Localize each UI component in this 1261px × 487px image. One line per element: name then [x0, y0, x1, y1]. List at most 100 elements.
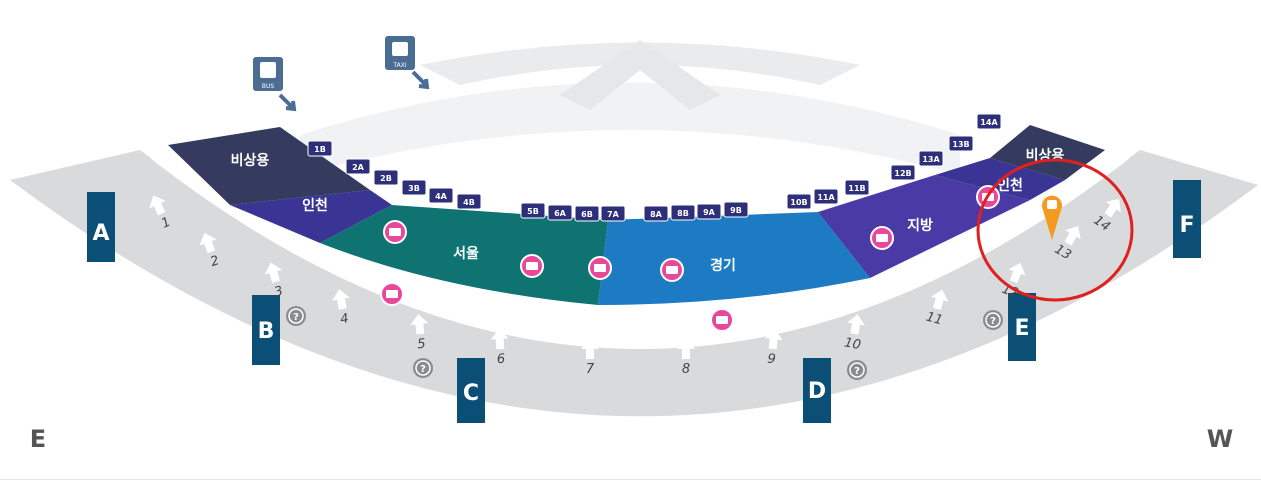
- gate-a-label: A: [92, 221, 109, 246]
- platform-sign-4B[interactable]: 4B: [456, 193, 482, 210]
- ticket-icon[interactable]: [383, 220, 407, 244]
- gate-a[interactable]: A: [87, 192, 115, 262]
- platform-sign-13A[interactable]: 13A: [918, 150, 944, 167]
- gate-b-label: B: [258, 319, 275, 344]
- exit-number: 9: [767, 352, 777, 368]
- compass-west: W: [1207, 425, 1233, 453]
- platform-sign-8A[interactable]: 8A: [643, 205, 669, 222]
- ticket-icon[interactable]: [710, 308, 734, 332]
- exit-5[interactable]: 5: [409, 313, 431, 353]
- exit-number: 8: [682, 362, 690, 377]
- help-icon[interactable]: ?: [286, 306, 306, 326]
- platform-sign-9B[interactable]: 9B: [723, 201, 749, 218]
- help-symbol: ?: [293, 312, 299, 323]
- exit-4[interactable]: 4: [330, 288, 354, 329]
- zone-left-incheon[interactable]: [230, 190, 392, 243]
- platform-sign-label: 9A: [703, 208, 716, 217]
- platform-sign-7A[interactable]: 7A: [600, 205, 626, 222]
- platform-sign-5B[interactable]: 5B: [520, 202, 546, 219]
- exit-arrow-icon: [581, 339, 599, 359]
- exit-8[interactable]: 8: [677, 339, 695, 377]
- platform-sign-1B[interactable]: 1B: [307, 140, 333, 157]
- ticket-icon[interactable]: [660, 258, 684, 282]
- platform-sign-2A[interactable]: 2A: [345, 158, 371, 175]
- exit-number: 13: [1052, 242, 1074, 263]
- taxi-sign[interactable]: TAXI: [385, 36, 430, 90]
- exit-11[interactable]: 11: [924, 287, 951, 328]
- exit-arrow-icon: [930, 289, 949, 310]
- exit-number: 6: [496, 352, 505, 368]
- platform-sign-label: 11B: [848, 184, 865, 193]
- platform-sign-11A[interactable]: 11A: [813, 188, 839, 205]
- exit-number: 10: [843, 335, 862, 353]
- platform-sign-12B[interactable]: 12B: [890, 164, 916, 181]
- ticket-icon[interactable]: [588, 256, 612, 280]
- platform-sign-11B[interactable]: 11B: [844, 179, 870, 196]
- zone-label-seoul: 서울: [453, 245, 479, 262]
- location-marker[interactable]: [1042, 195, 1062, 240]
- platform-sign-2B[interactable]: 2B: [373, 169, 399, 186]
- platform-sign-10B[interactable]: 10B: [786, 193, 812, 210]
- taxi-sign-label: TAXI: [392, 62, 406, 69]
- exit-arrow-icon: [410, 314, 429, 335]
- help-icons: ????: [286, 306, 1003, 380]
- zone-right-emergency[interactable]: [990, 125, 1105, 180]
- exit-number: 11: [924, 310, 944, 329]
- exit-12[interactable]: 12: [999, 260, 1029, 302]
- gate-f-label: F: [1179, 213, 1194, 238]
- ticket-icon[interactable]: [380, 282, 404, 306]
- bottom-divider: [0, 479, 1261, 480]
- exit-7[interactable]: 7: [581, 339, 599, 377]
- exit-number: 4: [339, 311, 350, 327]
- platform-sign-label: 13B: [952, 140, 969, 149]
- gate-f[interactable]: F: [1173, 180, 1201, 258]
- platform-sign-label: 14A: [980, 118, 998, 127]
- platform-sign-6A[interactable]: 6A: [547, 204, 573, 221]
- terminal-building: [300, 40, 960, 175]
- highlight-circle: [976, 158, 1134, 302]
- bus-sign[interactable]: BUS: [253, 57, 297, 112]
- platform-sign-6B[interactable]: 6B: [574, 205, 600, 222]
- platform-sign-label: 13A: [922, 155, 940, 164]
- outer-road: [10, 150, 1258, 417]
- help-icon[interactable]: ?: [847, 360, 867, 380]
- exit-10[interactable]: 10: [842, 313, 866, 354]
- gate-e[interactable]: E: [1008, 293, 1036, 361]
- gate-d-label: D: [808, 379, 826, 404]
- platform-sign-13B[interactable]: 13B: [948, 135, 974, 152]
- help-icon[interactable]: ?: [413, 358, 433, 378]
- zone-label-left-incheon: 인천: [302, 197, 328, 214]
- platform-sign-label: 8B: [677, 209, 689, 218]
- exit-arrow-icon: [199, 232, 217, 254]
- gate-d[interactable]: D: [803, 358, 831, 423]
- taxi-icon: [392, 42, 408, 56]
- gate-c-label: C: [463, 381, 479, 406]
- ticket-icon[interactable]: [870, 226, 894, 250]
- platform-sign-3B[interactable]: 3B: [401, 179, 427, 196]
- platform-sign-label: 2A: [352, 163, 365, 172]
- zone-left-emergency[interactable]: [168, 127, 370, 205]
- exit-9[interactable]: 9: [762, 328, 784, 368]
- gate-b[interactable]: B: [252, 295, 280, 365]
- gate-c[interactable]: C: [457, 358, 485, 423]
- exit-3[interactable]: 3: [262, 260, 289, 301]
- ticket-icon[interactable]: [520, 254, 544, 278]
- platform-sign-label: 10B: [790, 198, 807, 207]
- zone-gyeonggi[interactable]: [598, 212, 870, 305]
- platform-sign-label: 5B: [527, 207, 539, 216]
- platform-sign-label: 4B: [463, 198, 475, 207]
- platform-sign-4A[interactable]: 4A: [428, 187, 454, 204]
- platform-sign-9A[interactable]: 9A: [696, 203, 722, 220]
- platform-sign-label: 8A: [650, 210, 663, 219]
- platform-sign-label: 1B: [314, 145, 326, 154]
- help-icon[interactable]: ?: [983, 310, 1003, 330]
- bus-arrow-icon: [278, 93, 297, 112]
- platform-sign-14A[interactable]: 14A: [976, 113, 1002, 130]
- exit-13[interactable]: 13: [1051, 222, 1086, 264]
- exit-number: 7: [586, 362, 595, 377]
- exit-6[interactable]: 6: [490, 328, 511, 367]
- platform-sign-8B[interactable]: 8B: [670, 204, 696, 221]
- zone-label-right-incheon: 인천: [997, 177, 1023, 194]
